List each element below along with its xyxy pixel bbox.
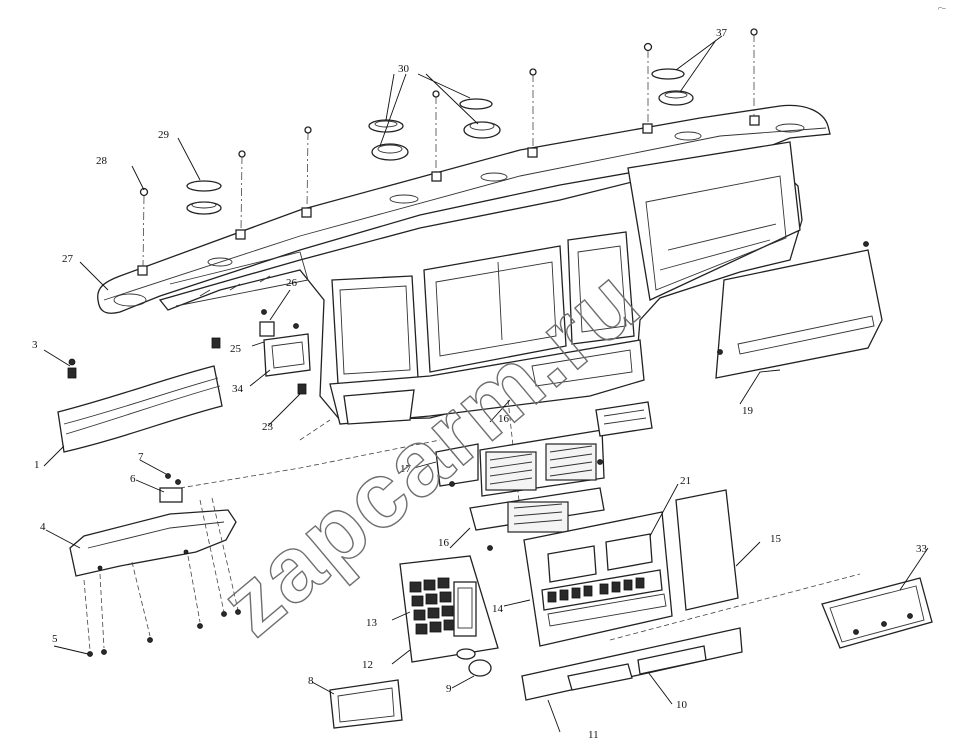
callout-9: 9 [446,683,452,695]
dashboard-top-pad [97,104,831,314]
callout-8: 8 [308,675,314,687]
callout-25: 25 [230,343,242,355]
callout-7: 7 [138,451,144,463]
callout-21: 21 [680,475,691,487]
callout-27: 27 [62,253,74,265]
callout-10: 10 [676,699,688,711]
left-end-trim [57,358,223,453]
callout-1: 1 [34,459,40,471]
callout-13: 13 [366,617,378,629]
callout-labels: 1 3 4 5 6 7 8 9 10 11 12 13 14 15 16 16 … [32,27,928,741]
callout-16-upper: 16 [498,413,510,425]
callout-4: 4 [40,521,46,533]
callout-34: 34 [232,383,244,395]
callout-16-lower: 16 [438,537,450,549]
right-blank-panel [675,489,739,611]
leader-lines [43,35,929,733]
callout-17: 17 [400,463,412,475]
callout-14: 14 [492,603,504,615]
lower-trim-strip [521,627,743,701]
bezel-8 [329,679,403,729]
instrument-panel-body [158,141,803,425]
callout-23: 23 [262,421,274,433]
small-brackets [211,309,311,395]
glovebox-lid [715,241,883,379]
switch-grid [409,577,456,635]
switch-panel [399,555,499,677]
callout-5: 5 [52,633,58,645]
lower-left-trim [69,473,241,657]
stack-switches [547,577,645,603]
callout-6: 6 [130,473,136,485]
assembly-lines [179,399,861,641]
callout-28: 28 [96,155,108,167]
callout-15: 15 [770,533,782,545]
pad-screws [139,28,758,267]
center-vents [435,401,653,551]
storage-tray [821,577,933,649]
speaker-grilles [186,68,694,215]
callout-30: 30 [398,63,410,75]
callout-29: 29 [158,129,170,141]
callout-3: 3 [32,339,38,351]
callout-11: 11 [588,729,599,741]
callout-37: 37 [716,27,728,39]
callout-33: 33 [916,543,928,555]
corner-mark: ⌐⎯ [938,5,946,12]
center-stack-panel [523,511,673,647]
callout-19: 19 [742,405,754,417]
callout-12: 12 [362,659,373,671]
callout-26: 26 [286,277,298,289]
